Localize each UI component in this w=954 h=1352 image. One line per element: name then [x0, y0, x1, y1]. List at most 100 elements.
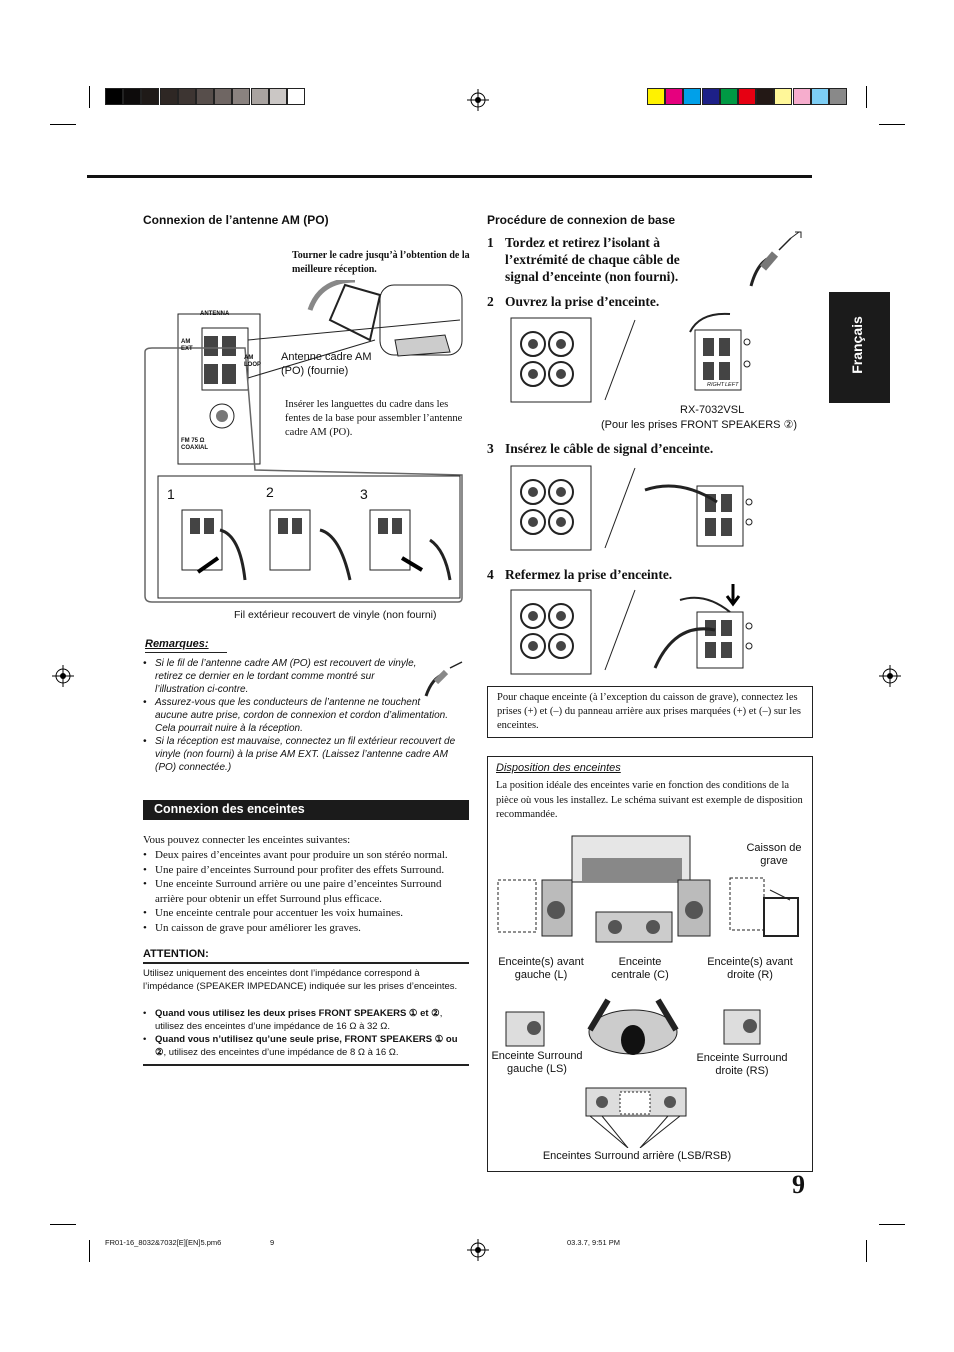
page-number: 9 — [792, 1170, 805, 1199]
color-swatch — [701, 88, 720, 105]
language-tab-label: Français — [849, 316, 865, 374]
loop-antenna-label: Antenne cadre AM (PO) (fournie) — [281, 351, 372, 377]
remarks-list: Si le fil de l’antenne cadre AM (PO) est… — [143, 657, 463, 774]
color-swatch — [683, 88, 702, 105]
model-note: (Pour les prises FRONT SPEAKERS ②) — [601, 419, 798, 431]
attention-item-2-text: , utilisez des enceintes d’une impédance… — [163, 1047, 399, 1058]
registration-mark-icon — [467, 89, 489, 111]
remarks-title: Remarques: — [145, 638, 209, 650]
subwoofer-label: Caisson de grave — [746, 842, 802, 867]
registration-mark-icon — [879, 665, 901, 687]
front-left-label: Enceinte(s) avant gauche (L) — [498, 956, 584, 981]
crop-mark — [89, 1240, 90, 1262]
color-swatch — [774, 88, 793, 105]
color-swatch — [105, 88, 123, 105]
speaker-item-4: Une enceinte centrale pour accentuer les… — [143, 906, 469, 921]
terminal-open-illustration — [510, 312, 751, 403]
speaker-item-5: Un caisson de grave pour améliorer les g… — [143, 921, 469, 936]
remark-3: Si la réception est mauvaise, connectez … — [143, 735, 463, 774]
attention-item-1: Quand vous utilisez les deux prises FRON… — [143, 1007, 465, 1033]
polarity-note-box — [487, 686, 813, 738]
wire-twist-icon — [424, 661, 463, 697]
color-swatch — [719, 88, 738, 105]
insert-caption: Insérer les languettes du cadre dans les… — [285, 399, 463, 438]
surround-back-label: Enceintes Surround arrière (LSB/RSB) — [542, 1150, 732, 1162]
color-swatch — [756, 88, 775, 105]
step-1-text: Tordez et retirez l’isolant à l’extrémit… — [505, 235, 680, 284]
color-swatch — [738, 88, 756, 105]
polarity-note: Pour chaque enceinte (à l’exception du c… — [497, 692, 801, 731]
registration-mark-icon — [467, 1239, 489, 1261]
color-swatch — [141, 88, 160, 105]
turn-caption: Tourner le cadre jusqu’à l’obtention de … — [292, 250, 470, 275]
step-3-text: Insérez le câble de signal d’enceinte. — [505, 441, 714, 456]
remarks-underline — [145, 652, 227, 653]
attention-item-1-text: , utilisez des enceintes d’une impédance… — [155, 1008, 443, 1032]
step-2-text: Ouvrez la prise d’enceinte. — [505, 294, 660, 309]
color-swatch — [792, 88, 811, 105]
speaker-item-2: Une paire d’enceintes Surround pour prof… — [143, 863, 469, 878]
antenna-heading: Connexion de l’antenne AM (PO) — [143, 213, 329, 227]
front-left-speaker — [497, 879, 573, 937]
color-swatch — [287, 88, 305, 105]
speakers-list: Deux paires d’enceintes avant pour produ… — [143, 848, 469, 935]
footer-file: FR01-16_8032&7032[E][EN]5.pm6 — [105, 1238, 222, 1247]
step-4-number: 4 — [487, 567, 494, 582]
top-rule — [87, 175, 812, 178]
color-swatch — [196, 88, 214, 105]
step-1-number: 1 — [487, 235, 494, 250]
color-swatch — [268, 88, 287, 105]
attention-item-2-bold: Quand vous n’utilisez qu’une seule prise… — [155, 1034, 458, 1058]
color-swatch — [829, 88, 847, 105]
remark-1: Si le fil de l’antenne cadre AM (PO) est… — [143, 657, 420, 696]
crop-mark — [50, 1224, 76, 1225]
wire-caption: Fil extérieur recouvert de vinyle (non f… — [234, 609, 437, 621]
crop-mark — [866, 86, 867, 108]
language-tab — [829, 292, 890, 403]
speaker-layout-box — [487, 756, 813, 1172]
remark-2: Assurez-vous que les conducteurs de l’an… — [143, 696, 450, 735]
terminal-close-illustration — [510, 584, 753, 675]
attention-title: ATTENTION: — [143, 948, 209, 960]
terminal-right-label: RIGHT — [707, 382, 725, 388]
color-swatch — [159, 88, 178, 105]
color-swatch — [665, 88, 684, 105]
crop-mark — [89, 86, 90, 108]
panel-am-loop-label: AM LOOP — [244, 355, 262, 368]
model-label: RX-7032VSL — [680, 404, 745, 416]
attention-rule — [143, 962, 469, 964]
layout-title: Disposition des enceintes — [496, 762, 621, 774]
terminal-left-label: LEFT — [725, 382, 739, 388]
layout-text: La position idéale des enceintes varie e… — [496, 780, 803, 820]
terminal-insert-illustration — [510, 465, 753, 551]
speakers-heading-bar — [143, 800, 469, 820]
clip-step-1: 1 — [167, 486, 175, 502]
basic-heading: Procédure de connexion de base — [487, 213, 676, 227]
crop-mark — [866, 1240, 867, 1262]
attention-item-1-bold: Quand vous utilisez les deux prises FRON… — [155, 1008, 440, 1019]
color-swatch — [232, 88, 251, 105]
speaker-item-1: Deux paires d’enceintes avant pour produ… — [143, 848, 469, 863]
crop-mark — [879, 124, 905, 125]
color-swatch — [123, 88, 142, 105]
panel-fm-label: FM 75 Ω COAXIAL — [181, 438, 208, 451]
surround-left-label: Enceinte Surround gauche (LS) — [491, 1050, 583, 1075]
attention-bottom-rule — [143, 1064, 469, 1066]
registration-mark-icon — [52, 665, 74, 687]
attention-list: Quand vous utilisez les deux prises FRON… — [143, 1007, 465, 1059]
panel-am-ext-label: AM EXT — [181, 339, 193, 352]
footer-page: 9 — [270, 1238, 275, 1247]
attention-text: Utilisez uniquement des enceintes dont l… — [143, 968, 458, 992]
step-4-text: Refermez la prise d’enceinte. — [505, 567, 673, 582]
speakers-heading: Connexion des enceintes — [154, 802, 305, 816]
color-swatch — [810, 88, 829, 105]
center-label: Enceinte centrale (C) — [611, 956, 669, 981]
color-swatch — [250, 88, 269, 105]
crop-mark — [879, 1224, 905, 1225]
wire-strip-icon — [749, 231, 802, 287]
panel-antenna-label: ANTENNA — [200, 311, 230, 317]
front-right-label: Enceinte(s) avant droite (R) — [707, 956, 793, 981]
color-swatch — [177, 88, 196, 105]
clip-step-3: 3 — [360, 486, 368, 502]
color-swatch — [214, 88, 233, 105]
